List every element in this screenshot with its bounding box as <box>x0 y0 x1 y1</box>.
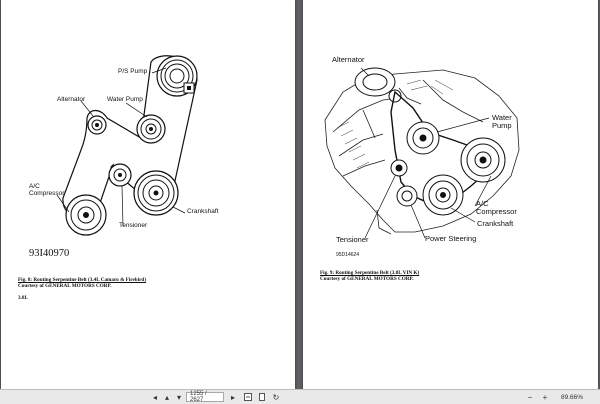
serpentine-belt-diagram-3-4l <box>56 55 198 236</box>
serpentine-belt-diagram-3-8l <box>324 67 520 239</box>
caption-title-right: Fig. 9: Routing Serpentine Belt (3.8L VI… <box>320 270 420 276</box>
ps-pump-pulley <box>156 55 198 97</box>
label-ac-compressor-r: A/C Compressor <box>476 199 517 216</box>
zoom-out-icon[interactable]: − <box>527 392 533 402</box>
crankshaft-pulley <box>422 174 464 216</box>
ac-compressor-pulley <box>460 137 506 183</box>
rotate-icon[interactable]: ↻ <box>272 392 280 402</box>
pdf-viewer-toolbar: ◂ ▴ ▾ 1255 / 2627 ▸ ↻ − + 89.66% <box>0 389 600 404</box>
water-pump-pulley <box>406 121 440 155</box>
label-crankshaft: Crankshaft <box>187 208 219 215</box>
serpentine-belt <box>62 55 198 218</box>
caption-title-left: Fig. 8: Routing Serpentine Belt (3.4L Ca… <box>18 277 147 283</box>
zoom-level[interactable]: 89.66% <box>560 393 584 401</box>
previous-page-icon[interactable]: ▴ <box>164 392 169 402</box>
alternator <box>354 67 402 103</box>
caption-credit-right: Courtesy of GENERAL MOTORS CORP. <box>320 276 414 282</box>
section-heading: 3.8L <box>18 295 28 301</box>
forward-icon[interactable]: ▸ <box>230 392 235 402</box>
fit-page-icon[interactable] <box>257 391 267 403</box>
label-tensioner: Tensioner <box>119 222 148 229</box>
label-ps-pump: P/S Pump <box>118 68 148 75</box>
zoom-in-icon[interactable]: + <box>542 392 548 402</box>
document-page-left: P/S Pump Alternator Water Pump A/C Compr… <box>1 0 295 389</box>
label-ac-compressor: A/C Compressor <box>29 183 65 197</box>
label-water-pump-r: Water Pump <box>492 113 512 130</box>
label-alternator-r: Alternator <box>332 55 365 64</box>
crankshaft-pulley <box>133 170 179 216</box>
tensioner-pulley <box>390 159 408 177</box>
label-power-steering-r: Power Steering <box>425 234 477 243</box>
label-crankshaft-r: Crankshaft <box>477 219 514 228</box>
figure-code-left: 93I40970 <box>29 248 70 259</box>
page-number-input[interactable]: 1255 / 2627 <box>186 391 224 403</box>
ac-compressor-pulley <box>65 194 107 236</box>
figure-code-right: 95D14624 <box>336 252 360 258</box>
tensioner-pulley <box>108 163 132 187</box>
label-water-pump: Water Pump <box>107 96 143 103</box>
label-tensioner-r: Tensioner <box>336 235 369 244</box>
next-page-icon[interactable]: ▾ <box>176 392 181 402</box>
caption-credit-left: Courtesy of GENERAL MOTORS CORP. <box>18 283 112 289</box>
alternator-pulley <box>87 115 107 135</box>
label-alternator: Alternator <box>57 96 86 103</box>
water-pump-pulley <box>136 114 166 144</box>
back-icon[interactable]: ◂ <box>152 392 157 402</box>
document-page-right: Alternator Water Pump A/C Compressor Cra… <box>303 0 598 389</box>
power-steering-pulley <box>396 185 418 207</box>
fit-width-icon[interactable] <box>243 391 253 403</box>
